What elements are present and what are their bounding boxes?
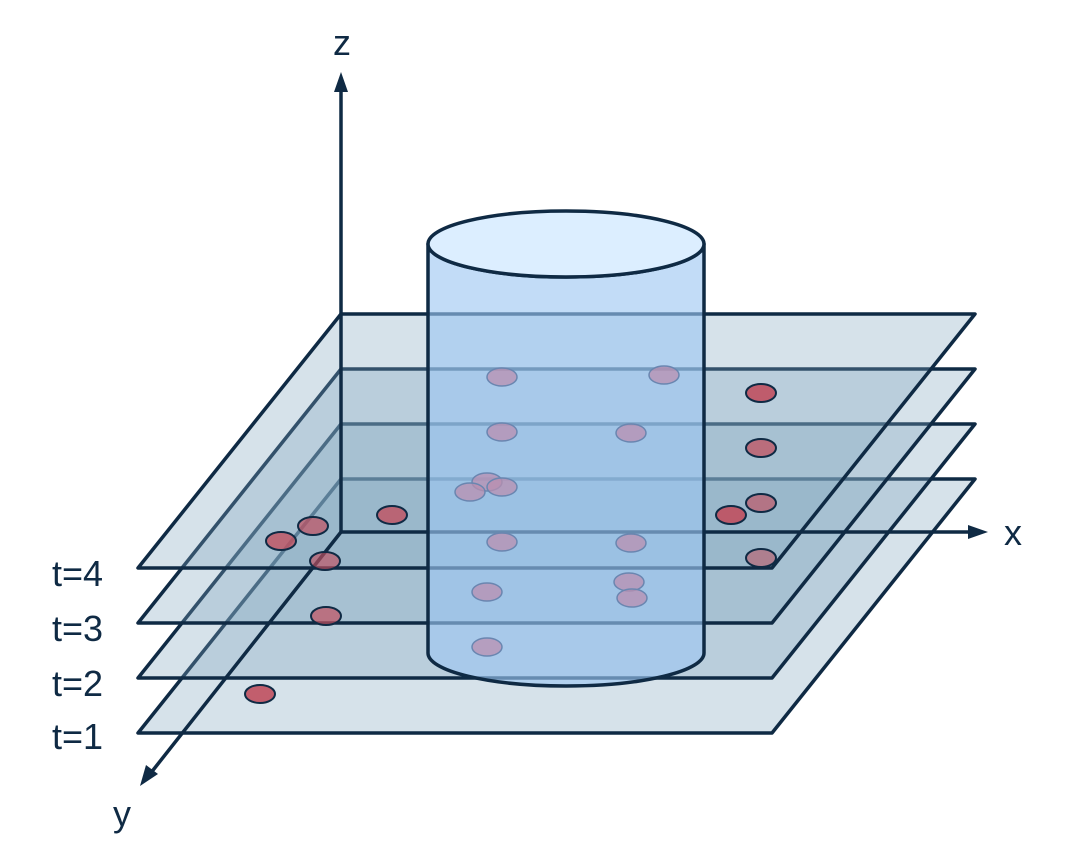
data-point	[745, 383, 777, 403]
data-point	[486, 367, 518, 387]
data-point	[471, 637, 503, 657]
y-axis-arrowhead	[140, 765, 158, 786]
data-point	[265, 531, 297, 551]
data-point	[745, 548, 777, 568]
time-label-t1: t=1	[52, 716, 103, 757]
data-point	[309, 551, 341, 571]
data-point	[745, 438, 777, 458]
outside-points	[244, 383, 777, 704]
y-axis-label: y	[113, 793, 131, 834]
data-point	[471, 582, 503, 602]
data-point	[648, 365, 680, 385]
data-point	[613, 572, 645, 592]
time-label-t3: t=3	[52, 608, 103, 649]
data-point	[616, 588, 648, 608]
cylinder-body	[426, 242, 706, 688]
data-point	[486, 477, 518, 497]
data-point	[454, 482, 486, 502]
data-point	[297, 516, 329, 536]
data-point	[615, 533, 647, 553]
z-axis-arrowhead	[334, 72, 348, 92]
z-axis-label: z	[333, 22, 351, 63]
y-axis	[148, 530, 343, 776]
time-label-t2: t=2	[52, 663, 103, 704]
cylinder	[426, 209, 706, 688]
time-label-t4: t=4	[52, 553, 103, 594]
data-point	[615, 423, 647, 443]
cylinder-top	[426, 209, 706, 279]
data-point	[376, 505, 408, 525]
data-point	[486, 422, 518, 442]
data-point	[715, 505, 747, 525]
data-point	[745, 493, 777, 513]
data-point	[310, 606, 342, 626]
data-point	[244, 684, 276, 704]
inside-points	[454, 365, 680, 657]
data-point	[486, 532, 518, 552]
x-axis-label: x	[1004, 512, 1022, 553]
x-axis-arrowhead	[968, 525, 988, 539]
